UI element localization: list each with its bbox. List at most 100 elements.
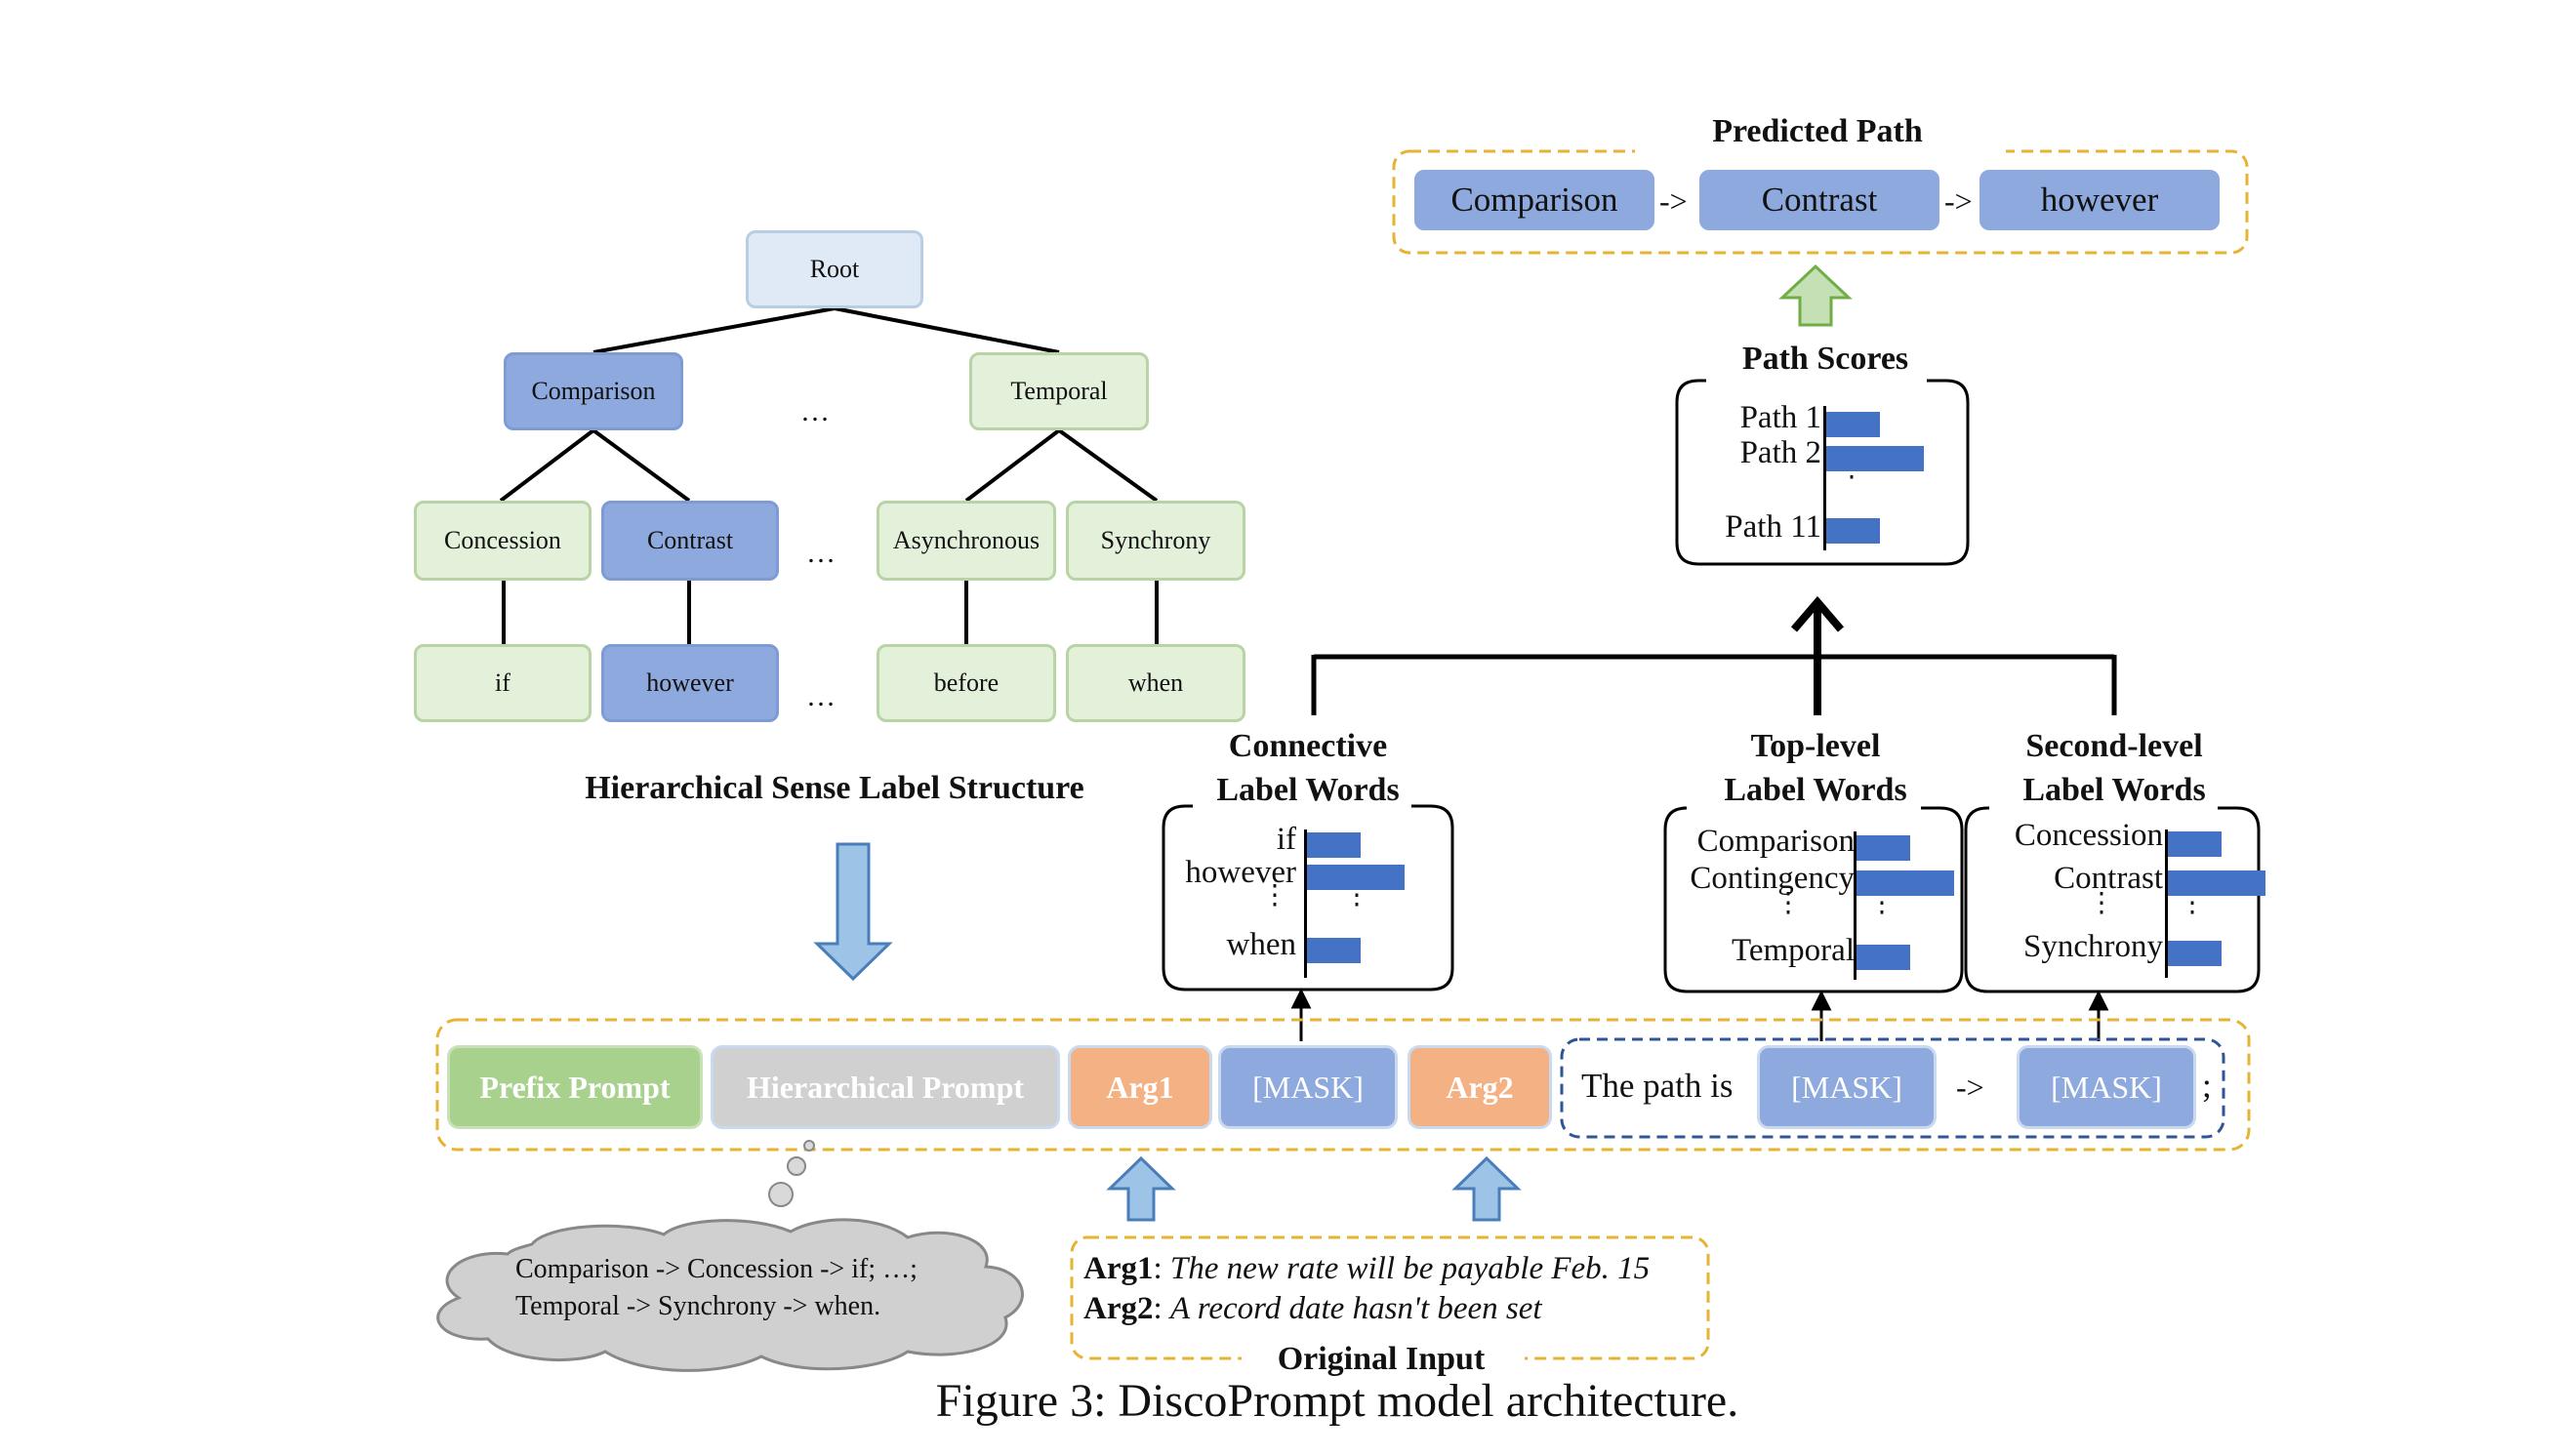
path-text: The path is	[1581, 1067, 1734, 1105]
second-level-title: Second-level Label Words	[1958, 724, 2270, 812]
template-frame	[435, 1018, 2251, 1152]
cloud-line: Comparison -> Concession -> if; …;	[515, 1254, 918, 1284]
word-label: Synchrony	[2023, 929, 2163, 964]
top-level-mask-block: [MASK]	[1757, 1045, 1937, 1129]
original-input-title: Original Input	[1277, 1341, 1486, 1377]
path-separator: ->	[1944, 183, 1973, 219]
arg1-block: Arg1	[1068, 1045, 1212, 1129]
input-arrow-2-icon	[1451, 1155, 1522, 1222]
node-label: Contrast	[646, 526, 734, 554]
tree-leaf-when: when	[1066, 644, 1245, 722]
up-arrow-head-icon	[1790, 595, 1845, 632]
tree-leaf-if: if	[414, 644, 592, 722]
score-label-path-2: Path 2	[1739, 435, 1821, 470]
top-level-chart: Comparison Contingency ⋮ Temporal ⋮	[1665, 808, 1962, 991]
hierarchy-title: Hierarchical Sense Label Structure	[585, 770, 1084, 806]
word-bar	[2168, 831, 2222, 857]
title-line: Top-level	[1750, 728, 1881, 764]
node-label: Temporal	[1010, 377, 1108, 405]
node-label: if	[495, 668, 510, 697]
word-bar	[2168, 941, 2222, 966]
node-label: Synchrony	[1100, 526, 1211, 554]
path-separator: ->	[1659, 183, 1688, 219]
tree-leaf-however: however	[601, 644, 779, 722]
block-label: [MASK]	[2051, 1069, 2162, 1105]
word-ellipsis: ⋮	[1261, 880, 1288, 910]
tree-node-asynchronous: Asynchronous	[877, 501, 1056, 581]
tree-root-node: Root	[746, 230, 923, 308]
path-template-frame	[1560, 1037, 2225, 1139]
title-line: Second-level	[2025, 728, 2203, 764]
colon: :	[1153, 1251, 1163, 1286]
node-label: when	[1127, 668, 1184, 697]
word-label: if	[1276, 822, 1296, 857]
tree-leaf-before: before	[877, 644, 1056, 722]
word-axis	[1304, 829, 1307, 978]
block-label: Prefix Prompt	[479, 1069, 671, 1105]
node-label: Comparison	[531, 377, 656, 405]
thought-dot-icon	[803, 1140, 815, 1152]
path-scores-title: Path Scores	[1741, 341, 1909, 377]
second-level-chart: Concession Contrast ⋮ Synchrony ⋮	[1966, 808, 2265, 991]
predicted-node-comparison: Comparison	[1414, 170, 1654, 230]
node-label: Contrast	[1761, 181, 1878, 219]
cloud-line: Temporal -> Synchrony -> when.	[515, 1291, 881, 1321]
node-label: before	[933, 668, 1000, 697]
semicolon-text: ;	[2202, 1067, 2212, 1105]
node-label: Concession	[444, 526, 561, 554]
top-level-box-frame	[1663, 806, 1964, 993]
score-label-path-1: Path 1	[1739, 400, 1821, 435]
tree-node-contrast: Contrast	[601, 501, 779, 581]
node-label: Comparison	[1450, 181, 1618, 219]
block-label: [MASK]	[1791, 1069, 1902, 1105]
score-bar-path-2	[1826, 446, 1924, 471]
connective-mask-block: [MASK]	[1218, 1045, 1398, 1129]
predicted-path-title: Predicted Path	[1712, 113, 1923, 149]
mask-arrows	[1290, 988, 2109, 1041]
prefix-prompt-block: Prefix Prompt	[447, 1045, 703, 1129]
word-bar	[1857, 835, 1910, 861]
node-label: however	[2040, 181, 2159, 219]
word-ellipsis: ⋮	[2088, 888, 2115, 918]
word-label: Temporal	[1732, 933, 1855, 968]
path-scores-chart: Path 1 Path 2 ⋮ Path 11	[1677, 381, 1968, 564]
arg2-text: A record date hasn't been set	[1169, 1291, 1542, 1326]
word-axis	[2165, 829, 2168, 978]
node-label: however	[646, 668, 734, 697]
tree-node-synchrony: Synchrony	[1066, 501, 1245, 581]
bar-ellipsis: ⋮	[1868, 888, 1896, 918]
score-bar-path-1	[1826, 412, 1880, 437]
bar-ellipsis: ⋮	[1343, 880, 1370, 910]
word-label: Contingency	[1690, 861, 1855, 896]
title-line: Label Words	[2022, 772, 2206, 808]
title-line: Connective	[1228, 728, 1388, 764]
connective-title: Connective Label Words	[1152, 724, 1464, 812]
tree-ellipsis: …	[806, 680, 836, 712]
score-label-path-11: Path 11	[1725, 509, 1821, 545]
word-bar	[1857, 870, 1954, 896]
thought-dot-icon	[787, 1156, 806, 1176]
arg1-text: The new rate will be payable Feb. 15	[1169, 1251, 1651, 1286]
top-level-title: Top-level Label Words	[1659, 724, 1972, 812]
title-line: Label Words	[1216, 772, 1400, 808]
word-bar	[2168, 870, 2265, 896]
bar-ellipsis: ⋮	[2179, 888, 2206, 918]
colon: :	[1153, 1291, 1163, 1326]
cloud-text: Comparison -> Concession -> if; …; Tempo…	[515, 1251, 918, 1325]
up-arrow-green-icon	[1778, 263, 1853, 327]
arg1-label: Arg1	[1083, 1251, 1154, 1286]
arg2-line: Arg2: A record date hasn't been set	[1083, 1289, 1650, 1329]
block-label: [MASK]	[1252, 1069, 1364, 1105]
word-bar	[1857, 945, 1910, 970]
tree-ellipsis: …	[806, 537, 836, 569]
tree-node-comparison: Comparison	[504, 352, 683, 430]
tree-node-concession: Concession	[414, 501, 592, 581]
tree-node-temporal: Temporal	[969, 352, 1149, 430]
word-label: Contrast	[2054, 861, 2163, 896]
word-label: however	[1185, 855, 1296, 890]
aggregation-lines	[1311, 607, 2117, 715]
word-bar	[1307, 865, 1405, 890]
input-arrow-1-icon	[1106, 1155, 1176, 1222]
